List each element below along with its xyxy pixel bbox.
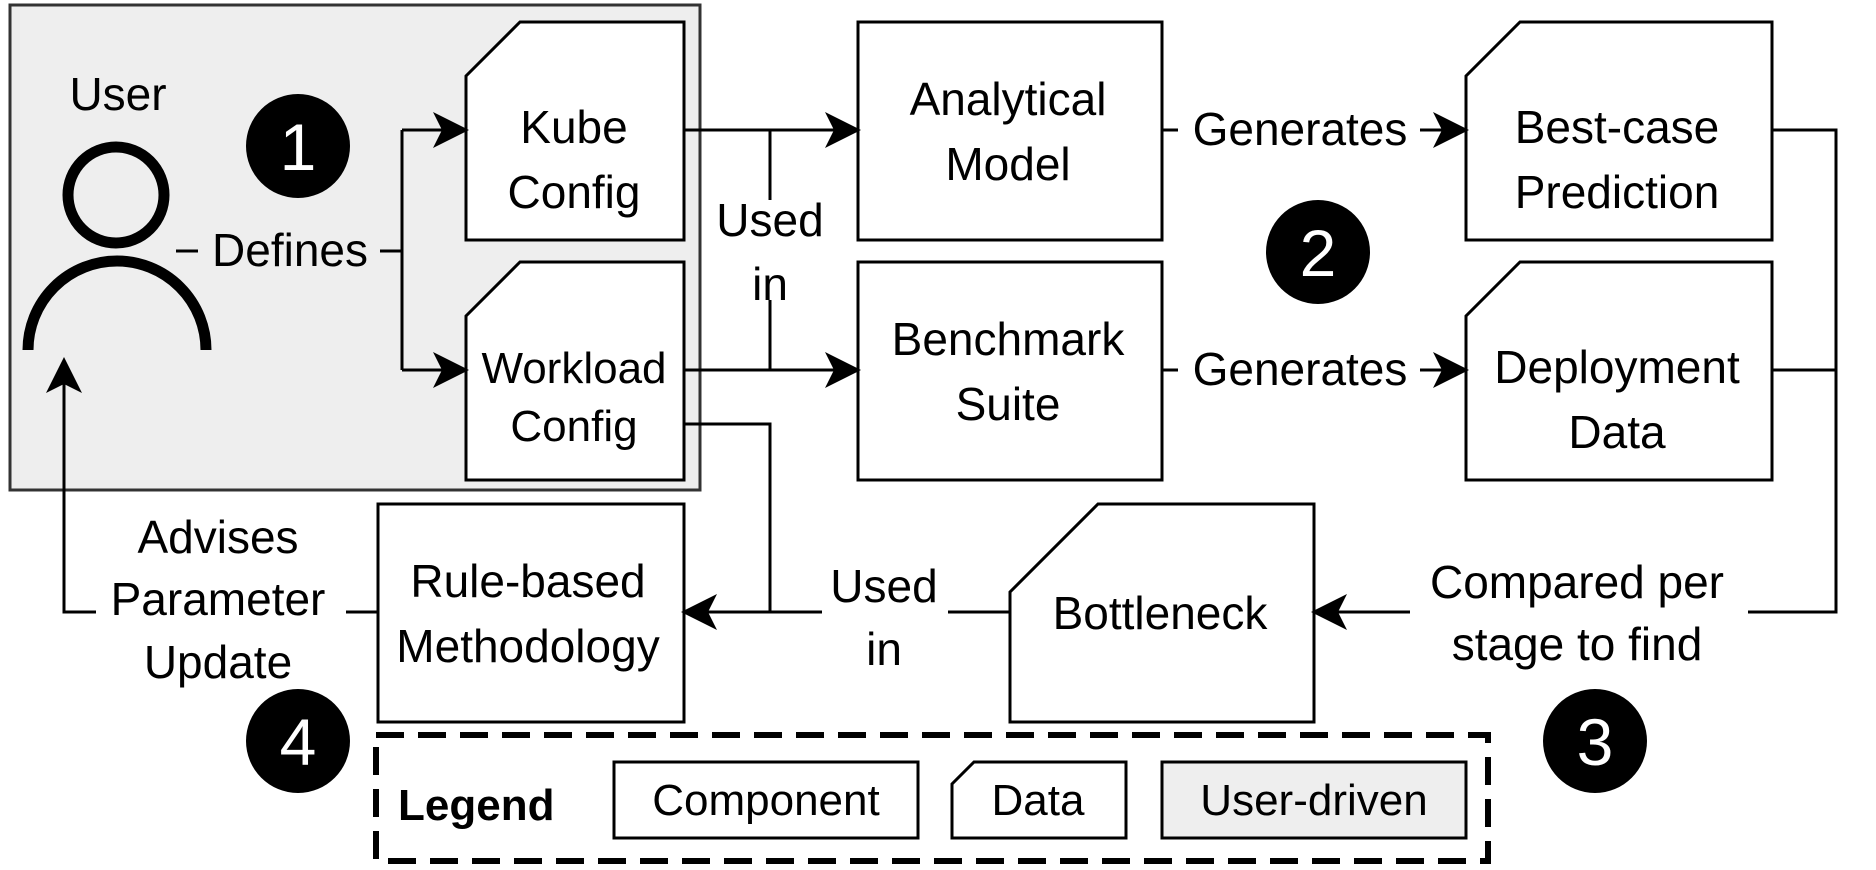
svg-text:Config: Config bbox=[508, 166, 641, 218]
node-rule-based-methodology: Rule-based Methodology bbox=[376, 502, 686, 724]
edge-label-generates-top: Generates bbox=[1193, 103, 1408, 155]
svg-text:Kube: Kube bbox=[520, 101, 627, 153]
legend-user-driven-label: User-driven bbox=[1200, 776, 1427, 825]
legend-component-label: Component bbox=[652, 776, 879, 825]
node-workload-config: Workload Config bbox=[464, 260, 686, 482]
svg-text:Best-case: Best-case bbox=[1515, 101, 1720, 153]
node-bottleneck: Bottleneck bbox=[1008, 502, 1316, 724]
legend-title: Legend bbox=[398, 781, 554, 830]
edge-label-used-in-top-1: Used bbox=[716, 194, 823, 246]
svg-text:Methodology: Methodology bbox=[396, 620, 659, 672]
edge-label-used-in-bottom-2: in bbox=[866, 623, 902, 675]
svg-text:Prediction: Prediction bbox=[1515, 166, 1720, 218]
edges bbox=[46, 112, 1838, 630]
edge-label-compared-2: stage to find bbox=[1452, 618, 1703, 670]
user-label: User bbox=[69, 68, 166, 120]
svg-text:Bottleneck: Bottleneck bbox=[1053, 587, 1269, 639]
legend-data-swatch bbox=[950, 760, 1128, 840]
svg-text:Analytical: Analytical bbox=[910, 73, 1107, 125]
user-icon bbox=[22, 141, 212, 351]
edge-label-advises-2: Parameter bbox=[111, 573, 326, 625]
badge-2: 2 bbox=[1266, 200, 1370, 304]
edge-label-compared-1: Compared per bbox=[1430, 556, 1724, 608]
svg-text:1: 1 bbox=[280, 110, 317, 184]
svg-text:Data: Data bbox=[1568, 406, 1666, 458]
edge-label-generates-bottom: Generates bbox=[1193, 343, 1408, 395]
svg-text:Rule-based: Rule-based bbox=[410, 555, 645, 607]
legend-component-swatch bbox=[612, 760, 920, 840]
badge-3: 3 bbox=[1543, 689, 1647, 793]
node-benchmark-suite: Benchmark Suite bbox=[856, 260, 1164, 482]
svg-text:Deployment: Deployment bbox=[1494, 341, 1740, 393]
svg-text:Model: Model bbox=[945, 138, 1070, 190]
edge-label-used-in-top-2: in bbox=[752, 258, 788, 310]
edge-label-advises-3: Update bbox=[144, 636, 292, 688]
node-best-case-prediction: Best-case Prediction bbox=[1464, 20, 1774, 242]
node-analytical-model: Analytical Model bbox=[856, 20, 1164, 242]
node-kube-config: Kube Config bbox=[464, 20, 686, 242]
legend-data-label: Data bbox=[992, 776, 1085, 825]
legend: Legend Component Data User-driven bbox=[373, 732, 1491, 864]
svg-text:3: 3 bbox=[1577, 705, 1614, 779]
edge-label-used-in-bottom-1: Used bbox=[830, 560, 937, 612]
svg-text:Suite: Suite bbox=[956, 378, 1061, 430]
edge-label-advises-1: Advises bbox=[137, 511, 298, 563]
legend-user-driven-swatch bbox=[1160, 760, 1468, 840]
svg-text:Benchmark: Benchmark bbox=[892, 313, 1126, 365]
badge-4: 4 bbox=[246, 689, 350, 793]
edge-label-defines: Defines bbox=[212, 224, 368, 276]
svg-text:2: 2 bbox=[1300, 216, 1337, 290]
svg-text:Config: Config bbox=[510, 402, 637, 451]
node-deployment-data: Deployment Data bbox=[1464, 260, 1774, 482]
svg-text:Workload: Workload bbox=[481, 344, 666, 393]
badge-1: 1 bbox=[246, 94, 350, 198]
svg-text:4: 4 bbox=[280, 705, 317, 779]
